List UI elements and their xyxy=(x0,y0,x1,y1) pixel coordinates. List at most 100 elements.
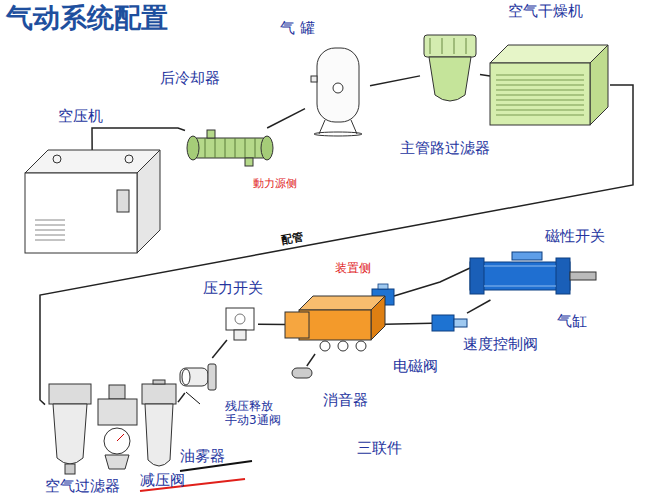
component-label: 空压机 xyxy=(58,108,103,125)
illustration-part xyxy=(590,45,608,125)
illustration-part xyxy=(255,138,256,158)
lubricator: 油雾器 xyxy=(140,380,178,475)
component-label: 消音器 xyxy=(323,392,368,409)
pipe-connector xyxy=(92,128,185,150)
illustration-part xyxy=(104,428,130,454)
illustration-part xyxy=(182,369,190,385)
pressure-switch-illustration xyxy=(222,308,258,340)
pipe-connector xyxy=(370,76,420,86)
illustration-part xyxy=(35,220,65,221)
illustration-part xyxy=(117,190,129,212)
manual-3-way-valve-illustration xyxy=(178,358,218,393)
illustration-part xyxy=(338,341,348,351)
illustration-group xyxy=(292,368,312,378)
illustration-group xyxy=(470,252,596,294)
diagram-title: 气动系统配置 xyxy=(6,0,168,36)
component-label: 速度控制阀 xyxy=(463,336,538,353)
component-label: 后冷却器 xyxy=(160,70,220,87)
illustration-part xyxy=(193,138,267,158)
illustration-part xyxy=(153,380,165,384)
side-label: 動力源侧 xyxy=(253,178,297,191)
pipe-connector xyxy=(467,300,490,313)
group-label: 三联件 xyxy=(357,440,402,457)
component-label: 油雾器 xyxy=(180,448,225,465)
illustration-part xyxy=(245,158,253,166)
illustration-part xyxy=(496,115,584,116)
illustration-part xyxy=(261,136,273,160)
illustration-part xyxy=(496,75,584,76)
pipe-connector xyxy=(212,340,227,358)
illustration-part xyxy=(215,138,216,158)
illustration-part xyxy=(484,266,556,267)
illustration-part xyxy=(317,48,359,122)
illustration-part xyxy=(311,76,317,82)
air-cylinder-illustration xyxy=(470,250,600,300)
illustration-part xyxy=(226,308,254,330)
illustration-part xyxy=(496,95,584,96)
illustration-group xyxy=(187,130,273,166)
illustration-part xyxy=(314,132,362,136)
illustration-part xyxy=(356,341,366,351)
illustration-part xyxy=(245,138,246,158)
manual-3-way-valve: 残压释放 手动3通阀 xyxy=(178,358,218,393)
illustration-part xyxy=(512,252,542,260)
air-tank-illustration xyxy=(305,48,370,136)
illustration-group xyxy=(180,364,216,390)
illustration-group xyxy=(490,45,608,125)
pressure-regulator-illustration xyxy=(95,385,140,470)
illustration-part xyxy=(235,138,236,158)
air-filter-illustration xyxy=(45,380,95,475)
valve-fitting xyxy=(378,284,388,289)
illustration-part xyxy=(65,464,75,474)
illustration-part xyxy=(470,258,484,294)
illustration-group xyxy=(98,385,137,469)
pipe-line xyxy=(394,268,470,296)
illustration-part xyxy=(432,315,454,331)
illustration-part xyxy=(496,85,584,86)
pipe-connector xyxy=(480,75,490,77)
illustration-group xyxy=(49,384,91,474)
illustration-part xyxy=(117,434,124,441)
illustration-part xyxy=(142,384,176,404)
illustration-part xyxy=(320,341,330,351)
component-label: 减压阀 xyxy=(140,472,185,489)
main-line-filter: 主管路过滤器 xyxy=(420,35,480,105)
illustration-part xyxy=(470,262,570,290)
pipe-connector xyxy=(267,109,305,128)
illustration-part xyxy=(35,225,65,226)
solenoid-valve: 电磁阀 xyxy=(285,296,385,354)
illustration-part xyxy=(490,63,590,125)
air-dryer-illustration xyxy=(490,45,610,125)
illustration-part xyxy=(496,110,584,111)
leader-line xyxy=(186,392,200,404)
illustration-part xyxy=(496,100,584,101)
illustration-part xyxy=(53,155,61,163)
illustration-part xyxy=(454,319,467,327)
side-label: 装置侧 xyxy=(335,262,371,276)
illustration-part xyxy=(53,404,87,464)
component-label: 残压释放 手动3通阀 xyxy=(225,400,287,428)
illustration-part xyxy=(137,150,160,253)
illustration-part xyxy=(180,368,208,386)
illustration-part xyxy=(496,80,584,81)
illustration-part xyxy=(424,35,476,57)
pressure-switch: 压力开关 xyxy=(222,308,258,340)
component-label: 电磁阀 xyxy=(393,358,438,375)
illustration-part xyxy=(208,364,216,390)
illustration-group xyxy=(311,48,362,136)
air-filter: 空气过滤器 xyxy=(45,380,95,475)
part-label: 磁性开关 xyxy=(545,228,605,245)
illustration-part xyxy=(109,385,125,399)
illustration-part xyxy=(98,399,137,425)
illustration-group xyxy=(142,380,176,466)
illustration-part xyxy=(299,296,385,310)
illustration-part xyxy=(570,272,596,280)
pipe-connector xyxy=(178,393,185,402)
illustration-part xyxy=(35,235,65,236)
speed-control-valve: 速度控制阀 xyxy=(432,313,467,333)
solenoid-valve-illustration xyxy=(285,296,385,354)
illustration-group xyxy=(432,315,467,331)
illustration-part xyxy=(25,173,137,253)
illustration-part xyxy=(442,38,443,54)
aftercooler: 后冷却器 xyxy=(185,128,275,166)
